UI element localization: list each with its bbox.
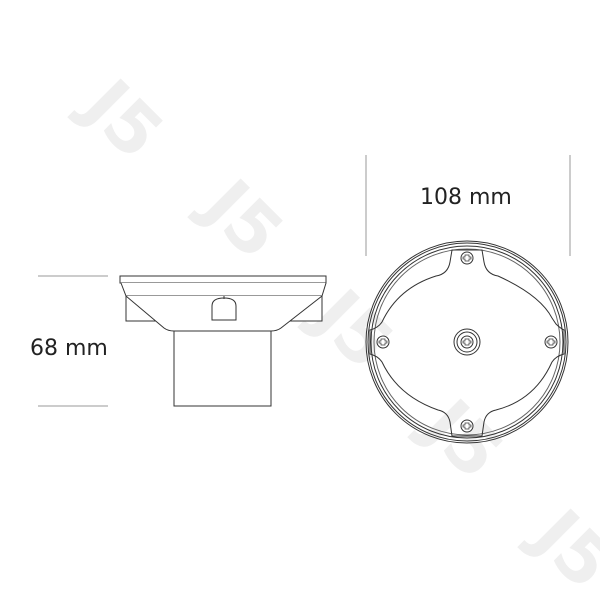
screw-left-icon bbox=[376, 335, 390, 349]
height-dimension-lines bbox=[38, 275, 108, 407]
side-view bbox=[119, 275, 327, 407]
screw-center-icon bbox=[460, 335, 474, 349]
screw-top-icon bbox=[460, 251, 474, 265]
watermark: J5 J5 J5 J5 J5 bbox=[65, 61, 600, 600]
svg-text:J5: J5 bbox=[185, 161, 299, 275]
screw-icons bbox=[376, 251, 558, 433]
top-view bbox=[365, 240, 569, 444]
screw-right-icon bbox=[544, 335, 558, 349]
diameter-dimension-lines bbox=[365, 155, 571, 256]
svg-text:J5: J5 bbox=[515, 491, 600, 600]
screw-bottom-icon bbox=[460, 419, 474, 433]
svg-text:J5: J5 bbox=[65, 61, 179, 175]
diameter-label: 108 mm bbox=[420, 185, 512, 210]
height-label: 68 mm bbox=[30, 336, 108, 361]
